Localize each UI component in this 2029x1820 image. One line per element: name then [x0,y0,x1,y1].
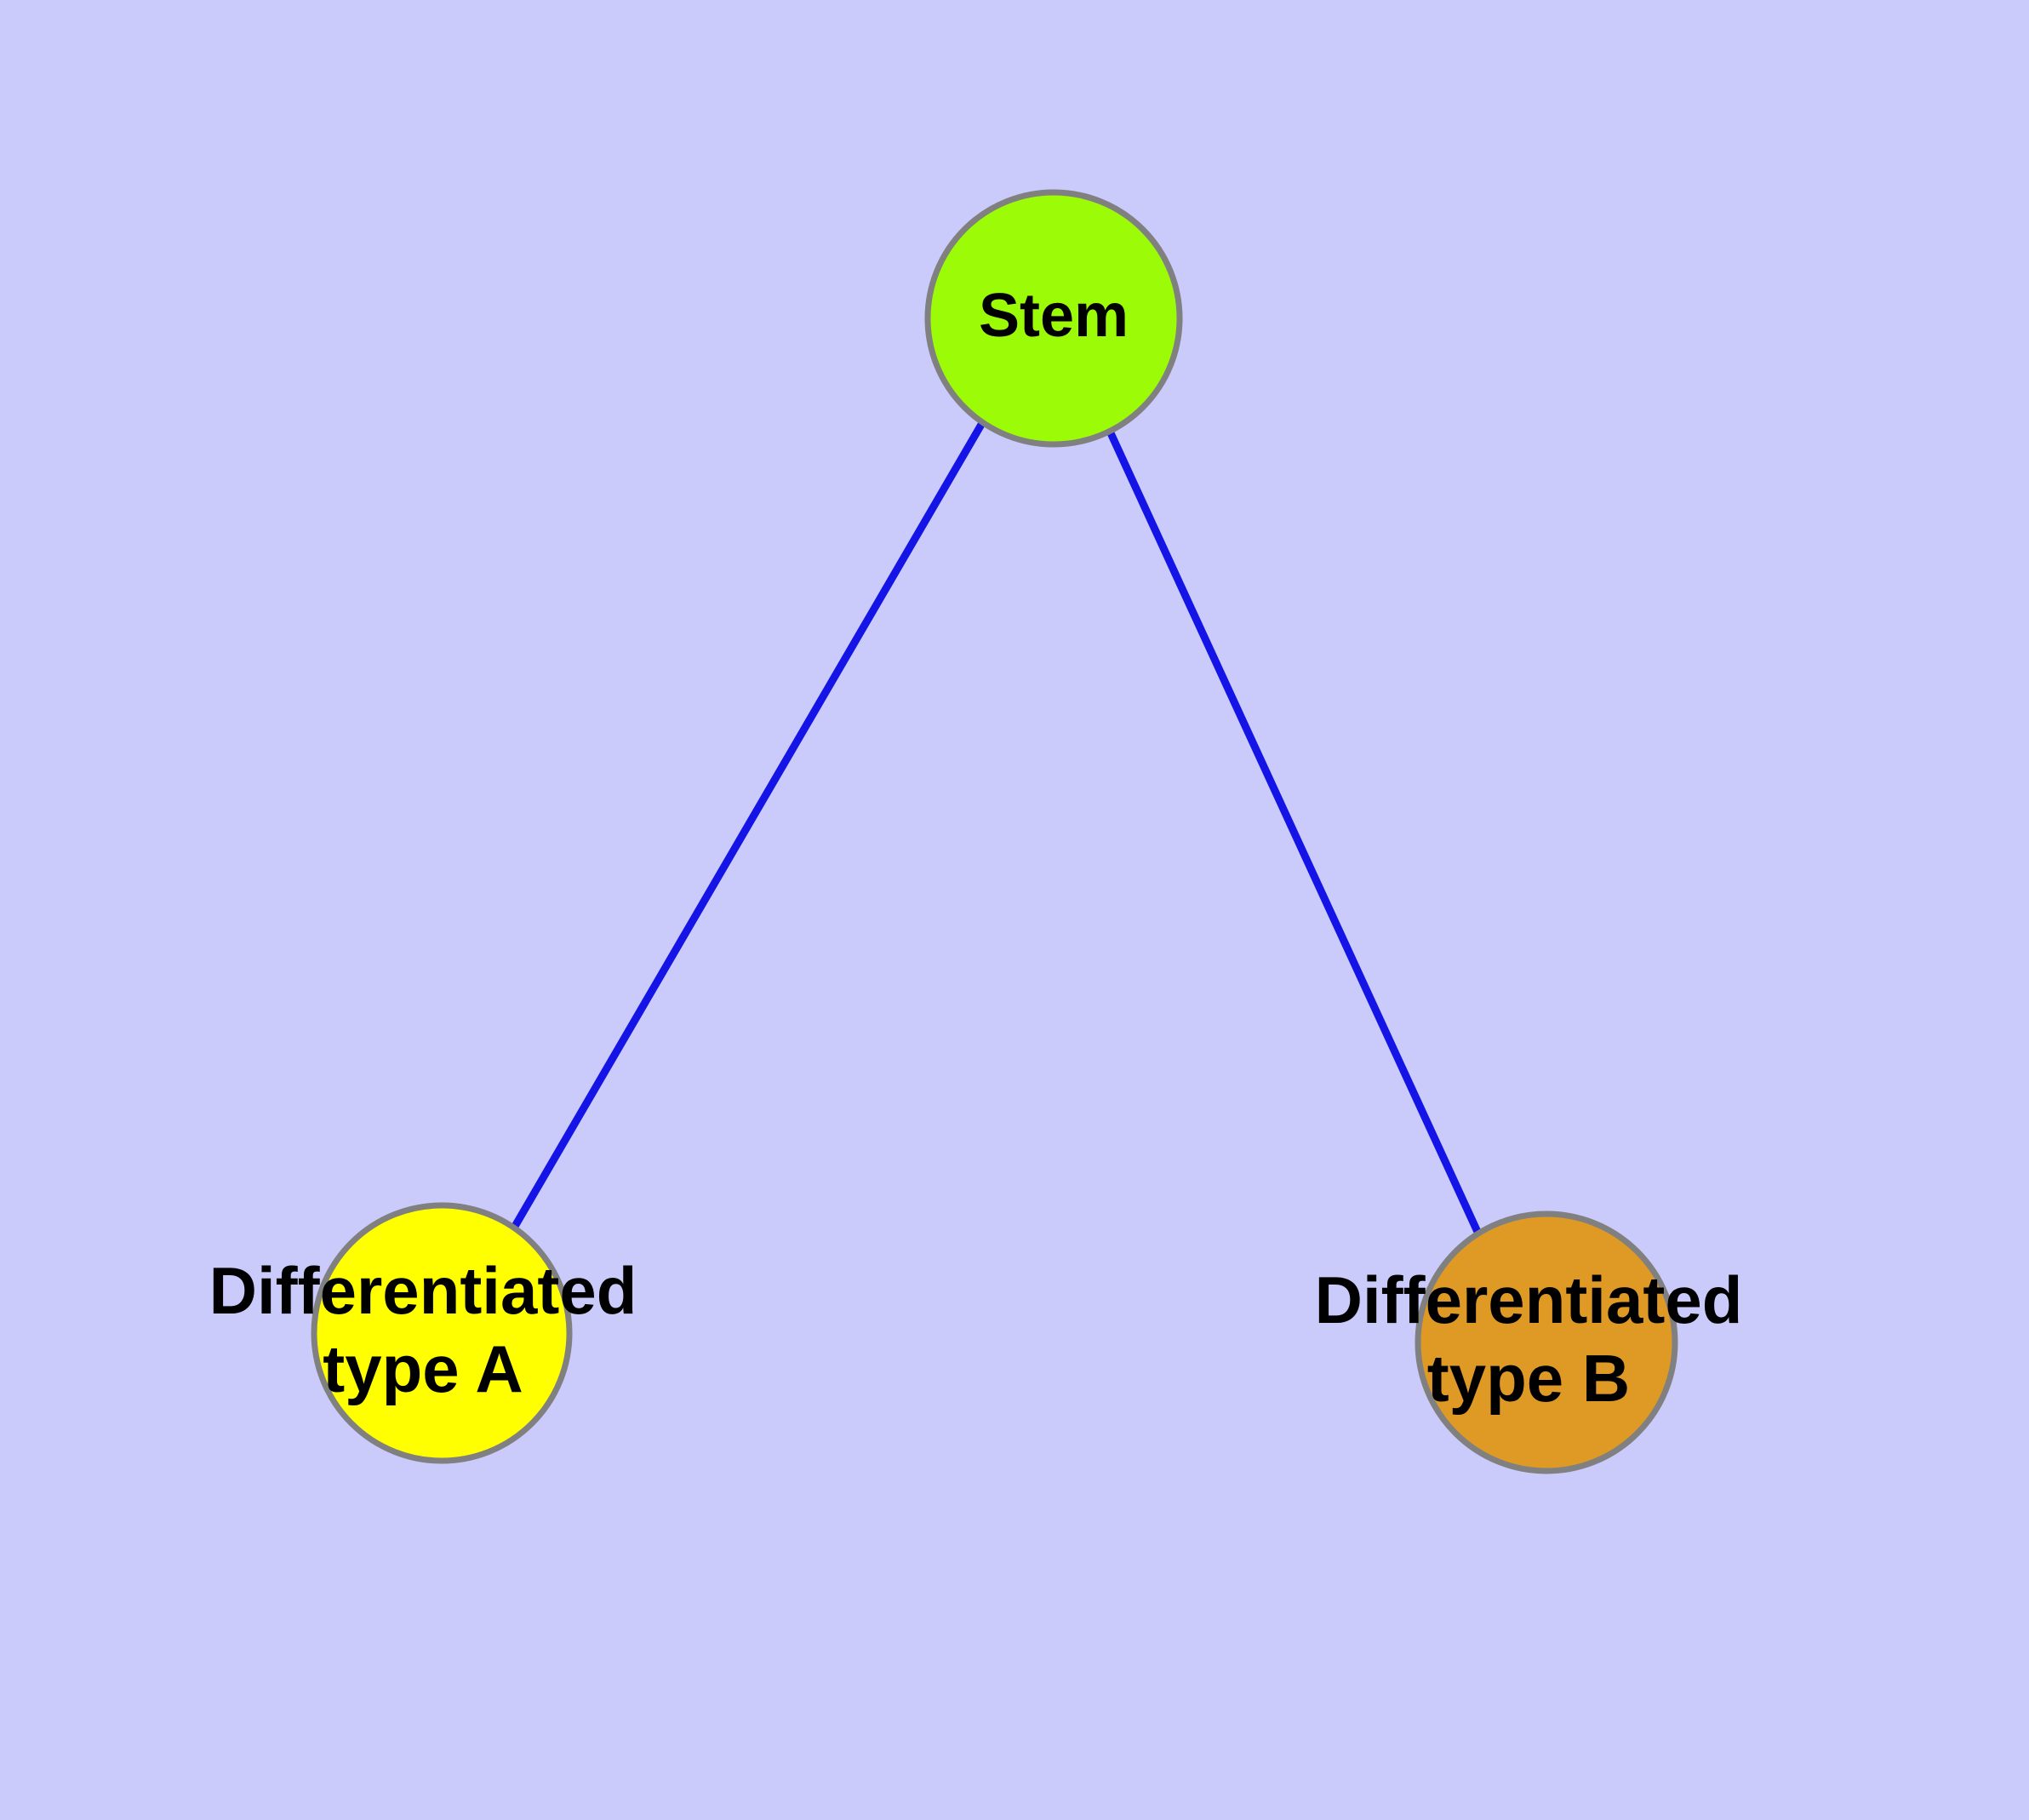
node-stem-circle[interactable] [924,189,1183,448]
node-differentiated-type-a-circle[interactable] [311,1202,573,1464]
node-differentiated-type-b[interactable] [1415,1210,1678,1474]
node-differentiated-type-a[interactable] [311,1202,573,1464]
edge-stem-to-differentiated-type-a[interactable] [510,421,986,1232]
edge-stem-to-differentiated-type-b[interactable] [1103,424,1482,1233]
node-differentiated-type-b-circle[interactable] [1415,1210,1678,1474]
node-stem-label: Stem [979,282,1129,350]
node-stem[interactable]: Stem [924,189,1183,448]
edge-layer [510,421,1482,1233]
